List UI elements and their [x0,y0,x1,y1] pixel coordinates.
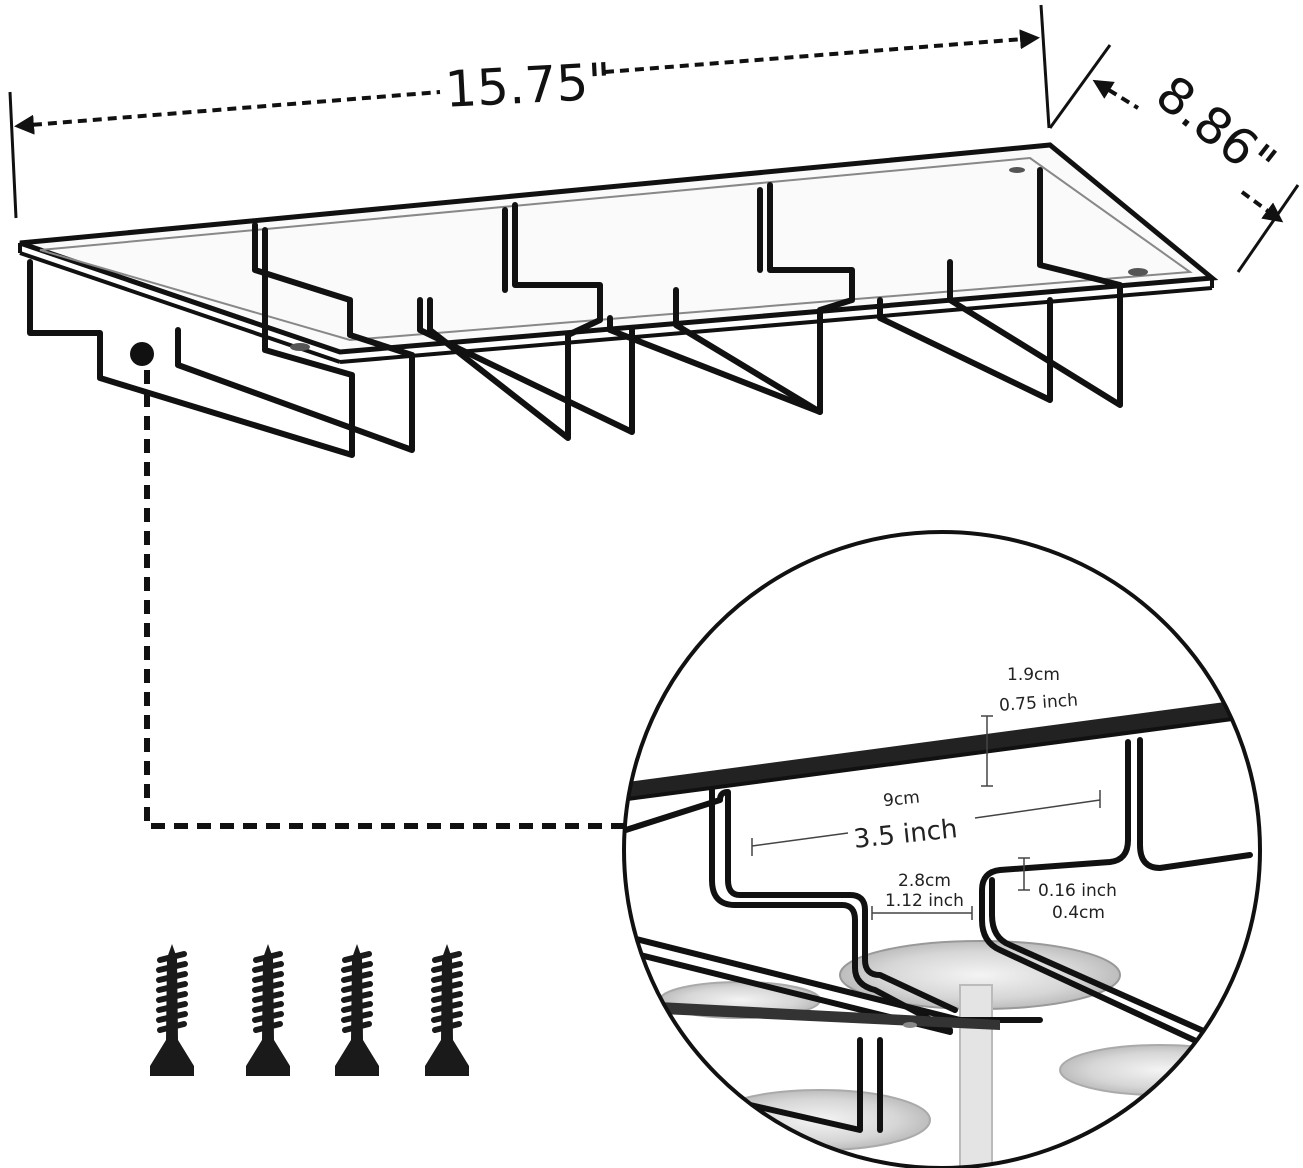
top-bar-cm: 1.9cm [1007,665,1060,685]
screws-group [150,944,469,1076]
screw-icon [150,944,194,1076]
screw-icon [425,944,469,1076]
gap-cm: 2.8cm [898,871,951,891]
length-dimension: 15.75" [8,4,1051,219]
screw-icon [335,944,379,1076]
depth-label: 8.86" [1145,64,1287,192]
zoom-detail-circle: 1.9cm 0.75 inch 9cm 3.5 inch 2.8cm 1.12 … [622,530,1262,1168]
screw-icon [246,944,290,1076]
wine-glass-rack [18,142,1219,458]
wire-thickness-measure: 0.16 inch 0.4cm [1018,857,1117,923]
wire-cm: 0.4cm [1052,903,1105,923]
gap-measure: 2.8cm 1.12 inch [871,871,973,920]
slot-width-cm: 9cm [882,788,921,812]
zoom-callout-connector [130,342,624,829]
gap-inch: 1.12 inch [885,891,964,911]
length-label: 15.75" [444,52,613,119]
wire-inch: 0.16 inch [1038,881,1117,901]
